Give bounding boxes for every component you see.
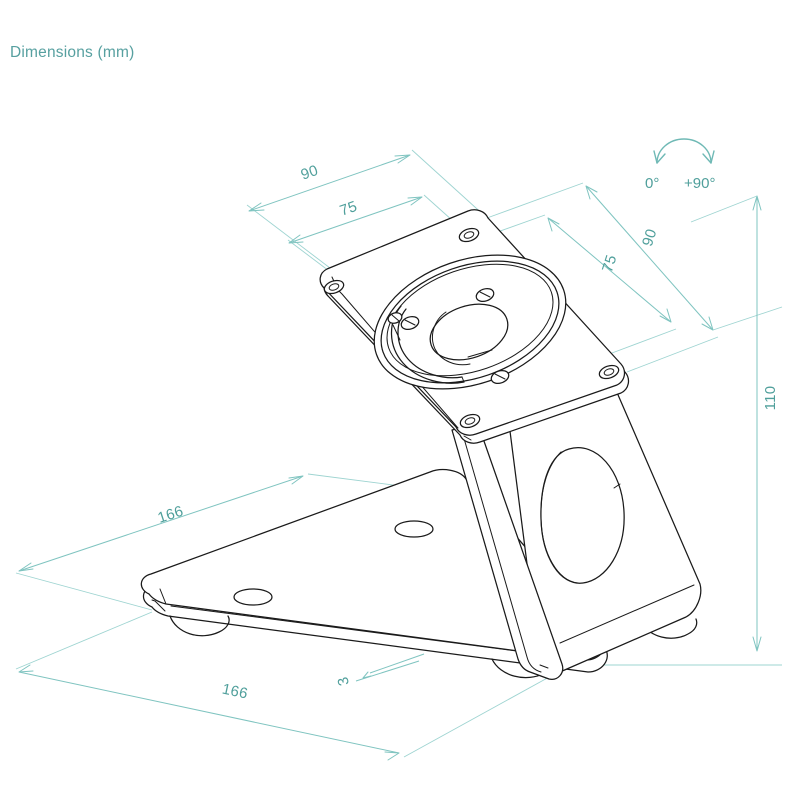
base-corner-edge (151, 599, 166, 612)
dimension-group-110-height: 110 (600, 195, 783, 666)
rotation-arrow-right-icon (702, 150, 715, 164)
rotation-indicator: 0° +90° (645, 138, 715, 192)
vesa-plate-bottom-fold (463, 435, 472, 441)
vesa-corner-hole-top-inner (463, 231, 475, 239)
dimension-group-166-width: 166 (15, 611, 552, 761)
dimension-group-166-depth: 166 (15, 473, 433, 611)
dimension-group-75-vertical: 75 (474, 214, 677, 354)
vesa-corner-hole-bottom (459, 413, 481, 429)
upright-bottom-fold (559, 584, 695, 644)
dimension-label-110: 110 (762, 386, 779, 411)
rubber-foot-left (169, 615, 230, 637)
rotation-label-start: 0° (645, 175, 659, 192)
vesa-screw-slot-left (404, 319, 416, 326)
dimension-label-75-vertical: 75 (599, 253, 621, 275)
base-mounting-hole-lower (233, 588, 273, 606)
vesa-center-opening-edge (467, 349, 493, 358)
rotation-arc-icon (656, 138, 712, 164)
page-title: Dimensions (mm) (10, 44, 135, 61)
vesa-corner-hole-right-inner (603, 368, 615, 376)
base-left-corner-fold (159, 588, 167, 605)
vesa-corner-hole-left-inner (328, 283, 340, 291)
dimension-group-75-horizontal: 75 (287, 194, 473, 281)
vesa-corner-hole-left (323, 279, 345, 295)
cable-cutout-edge-notch (613, 483, 621, 489)
upright-left-rib (451, 423, 564, 680)
vesa-screw-slot-upper (479, 291, 491, 298)
vesa-screw-slot-lower (494, 373, 506, 380)
vesa-pin-left-detail (391, 314, 400, 322)
dimension-group-90-width: 90 (246, 149, 488, 269)
upright-rib-inner-edge (460, 427, 542, 673)
vesa-arc-slot-end-cap (461, 376, 465, 383)
dimension-label-90-width: 90 (299, 162, 321, 184)
vesa-recess-inner-ring (380, 260, 560, 384)
rotation-label-end: +90° (684, 175, 715, 192)
base-mounting-hole-upper (394, 520, 434, 538)
vesa-center-opening-wall (432, 311, 471, 366)
vesa-corner-hole-bottom-inner (464, 417, 476, 425)
dimension-layer: 90 75 90 (15, 138, 783, 761)
vesa-pin-left-tail (392, 324, 401, 341)
vesa-arc-slot-inner (397, 308, 463, 379)
vesa-recess-groove (386, 263, 554, 377)
rotation-arrow-left-icon (653, 150, 666, 164)
dimension-label-75-horizontal: 75 (338, 198, 360, 220)
upright-rib-bottom-fold (539, 664, 549, 669)
upright-arm (451, 380, 702, 680)
dimension-label-90-height: 90 (639, 227, 661, 249)
cable-cutout-inner-wall (540, 451, 579, 584)
dimension-group-3-thickness: 3 (334, 653, 425, 688)
dimension-label-166-depth: 166 (156, 503, 186, 527)
vesa-corner-hole-right (598, 364, 620, 380)
dimension-group-90-height: 90 (486, 182, 719, 373)
stand-part-drawing (140, 209, 702, 680)
vesa-corner-hole-top (458, 227, 480, 243)
dimension-label-166-width: 166 (220, 681, 249, 703)
vesa-center-opening (429, 303, 509, 361)
vesa-plate (319, 209, 630, 444)
dimension-label-3-thickness: 3 (334, 675, 353, 688)
